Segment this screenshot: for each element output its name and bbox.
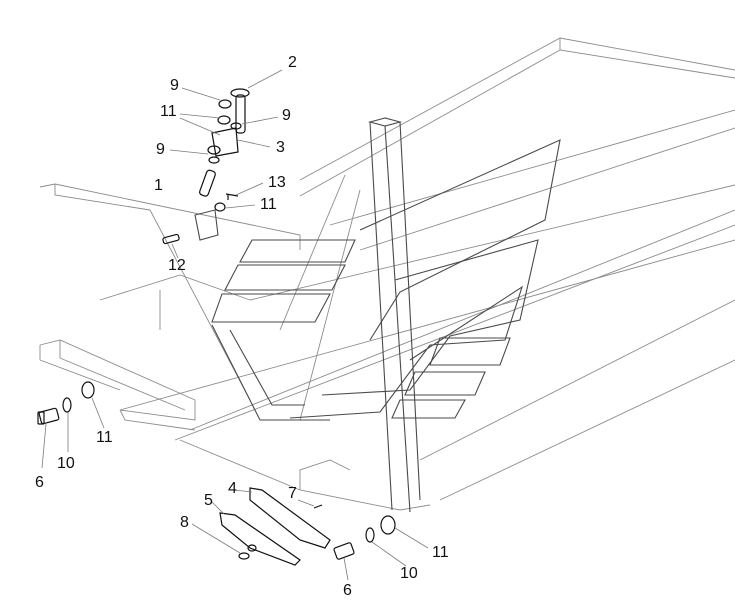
callout-5: 5 <box>204 492 213 509</box>
callout-11-bottom: 11 <box>432 544 449 561</box>
callout-6-left: 6 <box>35 474 44 491</box>
top-hardware <box>162 88 250 245</box>
callout-6-bottom: 6 <box>343 582 352 599</box>
callout-7: 7 <box>288 485 297 502</box>
callout-2: 2 <box>288 54 297 71</box>
chevron-decal <box>211 139 561 421</box>
callout-10-left: 10 <box>57 455 75 472</box>
callout-9-top: 9 <box>170 77 179 94</box>
callout-4: 4 <box>228 480 237 497</box>
callout-12: 12 <box>168 257 186 274</box>
callout-8: 8 <box>180 514 189 531</box>
callout-13: 13 <box>268 174 286 191</box>
leader-lines <box>41 69 429 581</box>
callout-9-left: 9 <box>156 141 165 158</box>
callout-1: 1 <box>154 177 163 194</box>
callout-11-top: 11 <box>160 103 177 120</box>
callout-9-right: 9 <box>282 107 291 124</box>
callout-11-mid: 11 <box>260 196 277 213</box>
frame-body <box>39 37 735 511</box>
callout-11-left: 11 <box>96 429 113 446</box>
callout-3: 3 <box>276 139 285 156</box>
left-hardware <box>37 381 95 425</box>
callout-10-bottom: 10 <box>400 565 418 582</box>
vertical-post <box>279 117 421 513</box>
bottom-hardware <box>219 487 396 566</box>
